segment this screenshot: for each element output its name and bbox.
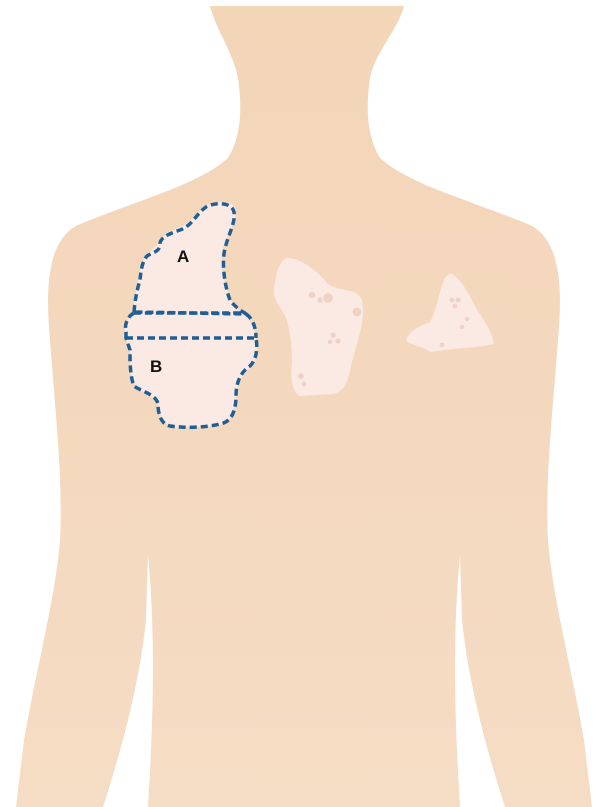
- region-b-label: B: [150, 357, 162, 376]
- lesion-spot: [453, 304, 458, 309]
- lesion-spot: [309, 292, 315, 298]
- lesion-spot: [460, 325, 464, 329]
- lesion-spot: [450, 298, 455, 303]
- lesion-spot: [328, 340, 332, 344]
- lesion-spot: [302, 382, 307, 387]
- lesion-spot: [317, 297, 322, 302]
- lesion-spot: [353, 308, 362, 317]
- lesion-spot: [440, 343, 445, 348]
- lesion-spot: [335, 338, 340, 343]
- lesion-spot: [456, 298, 461, 303]
- body-silhouette: [16, 6, 592, 807]
- region-a-label: A: [177, 247, 189, 266]
- lesion-spot: [465, 317, 469, 321]
- lesion-spot: [323, 293, 333, 303]
- lesion-spot: [330, 332, 335, 337]
- lesion-spot: [298, 373, 304, 379]
